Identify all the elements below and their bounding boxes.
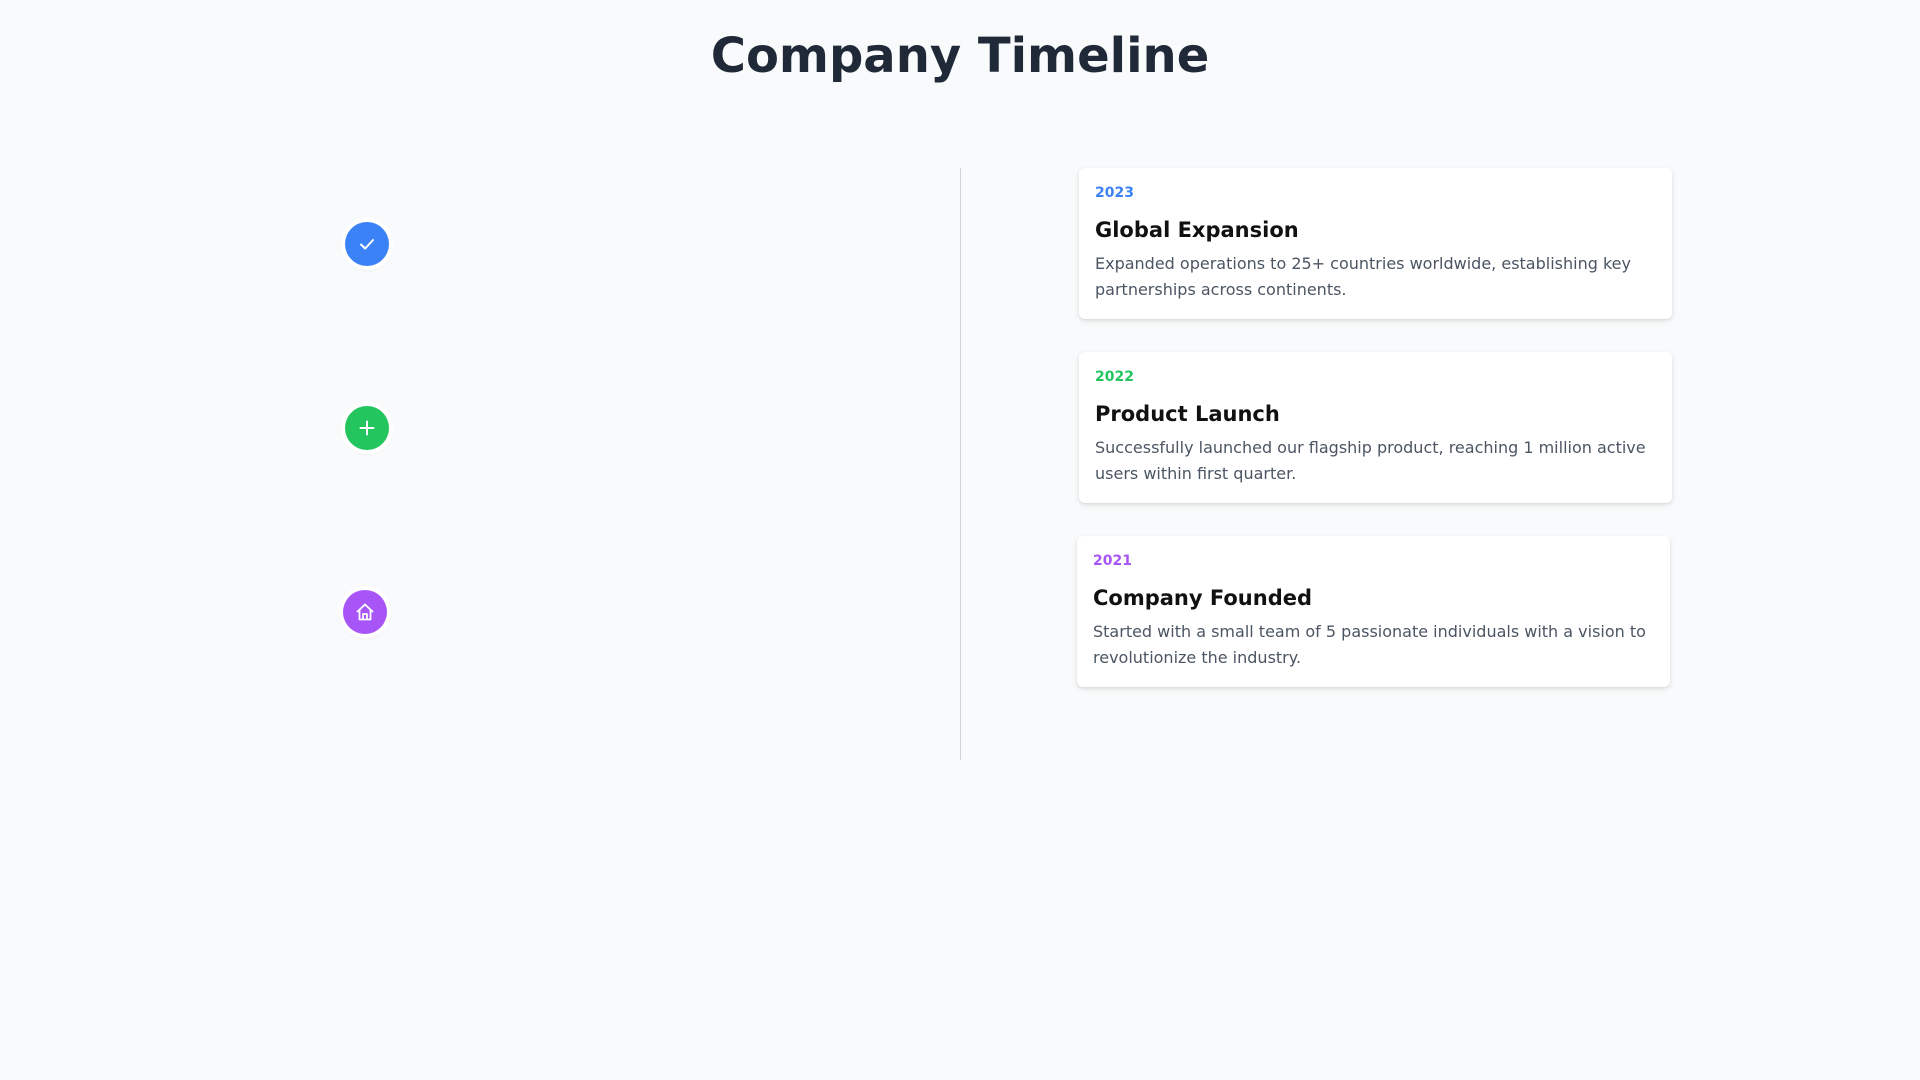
- event-title: Product Launch: [1095, 402, 1280, 426]
- event-description: Expanded operations to 25+ countries wor…: [1095, 254, 1631, 299]
- check-icon: [357, 234, 377, 254]
- event-description: Successfully launched our flagship produ…: [1095, 438, 1646, 483]
- timeline-card-2021: 2021 Company Founded Started with a smal…: [1077, 536, 1670, 687]
- event-title: Company Founded: [1093, 586, 1313, 610]
- event-year: 2021: [1093, 553, 1132, 569]
- event-year: 2022: [1095, 369, 1134, 385]
- timeline-card-2023: 2023 Global Expansion Expanded operation…: [1079, 168, 1672, 319]
- timeline-marker-2023: [345, 222, 389, 266]
- event-description: Started with a small team of 5 passionat…: [1093, 622, 1646, 667]
- page-title: Company Timeline: [710, 28, 1210, 84]
- timeline-marker-2022: [345, 406, 389, 450]
- plus-icon: [357, 418, 377, 438]
- timeline-marker-2021: [343, 590, 387, 634]
- event-year: 2023: [1095, 185, 1134, 201]
- timeline-card-2022: 2022 Product Launch Successfully launche…: [1079, 352, 1672, 503]
- home-icon: [354, 601, 376, 623]
- timeline-axis: [960, 168, 961, 760]
- event-title: Global Expansion: [1095, 218, 1299, 242]
